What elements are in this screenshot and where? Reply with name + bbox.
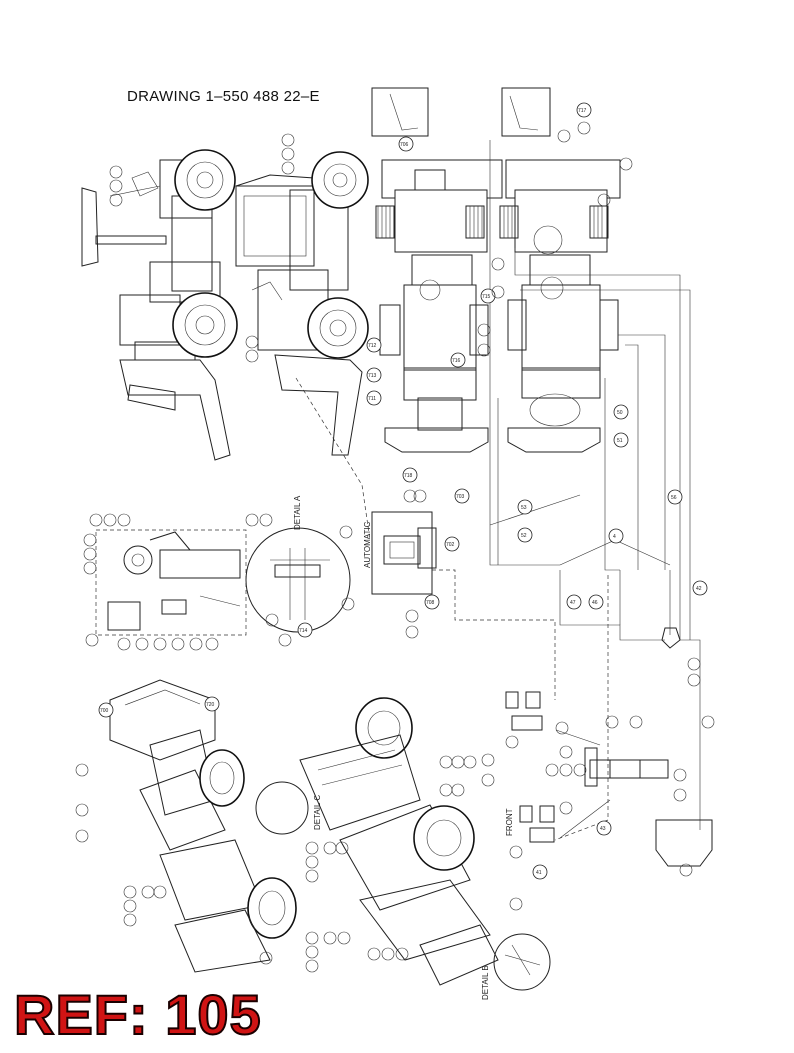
svg-text:42: 42 <box>696 586 702 592</box>
isometric-view-right <box>255 697 551 991</box>
svg-text:713: 713 <box>368 373 377 379</box>
pump-detail <box>95 529 247 636</box>
svg-text:712: 712 <box>368 343 377 349</box>
hose-routing <box>489 140 701 841</box>
automatic-panel <box>371 511 556 700</box>
svg-text:43: 43 <box>600 826 606 832</box>
svg-text:4: 4 <box>613 534 616 540</box>
svg-text:708: 708 <box>426 600 435 606</box>
top-view-left <box>371 87 503 453</box>
callout-4: 4 <box>608 528 624 544</box>
callout-712: 712 <box>366 337 382 353</box>
callout-43: 43 <box>596 820 612 836</box>
svg-text:706: 706 <box>400 142 409 148</box>
callout-56: 56 <box>667 489 683 505</box>
callout-720: 720 <box>204 696 220 712</box>
callout-702: 702 <box>444 536 460 552</box>
drawing-title: DRAWING 1–550 488 22–E <box>127 88 320 105</box>
callout-706: 706 <box>398 136 414 152</box>
callout-46: 46 <box>588 594 604 610</box>
isometric-view-left <box>109 679 297 973</box>
svg-text:702: 702 <box>446 542 455 548</box>
detail-a-label: DETAIL A <box>293 495 302 530</box>
side-view-with-blade <box>81 149 238 461</box>
callout-51: 51 <box>613 432 629 448</box>
svg-text:53: 53 <box>521 505 527 511</box>
svg-text:46: 46 <box>592 600 598 606</box>
automatic-label: AUTOMATIC <box>363 521 372 568</box>
callout-41: 41 <box>532 864 548 880</box>
svg-text:47: 47 <box>570 600 576 606</box>
callout-708: 708 <box>424 594 440 610</box>
callout-53: 53 <box>517 499 533 515</box>
svg-text:50: 50 <box>617 410 623 416</box>
top-view-right <box>499 87 621 453</box>
callout-703: 703 <box>454 488 470 504</box>
svg-text:711: 711 <box>368 396 376 402</box>
callout-50: 50 <box>613 404 629 420</box>
svg-text:703: 703 <box>456 494 465 500</box>
svg-text:56: 56 <box>671 495 677 501</box>
svg-text:51: 51 <box>617 438 623 444</box>
front-label: FRONT <box>505 808 514 836</box>
svg-text:717: 717 <box>578 108 587 114</box>
callout-717: 717 <box>576 102 592 118</box>
callout-714: 714 <box>297 622 313 638</box>
callout-713: 713 <box>366 367 382 383</box>
callout-42: 42 <box>692 580 708 596</box>
callout-715: 715 <box>480 288 496 304</box>
svg-text:52: 52 <box>521 533 527 539</box>
callout-711: 711 <box>366 390 382 406</box>
svg-text:718: 718 <box>404 473 413 479</box>
svg-text:700: 700 <box>100 708 109 714</box>
callout-cluster <box>75 121 715 973</box>
detail-a <box>245 377 371 633</box>
svg-text:716: 716 <box>452 358 461 364</box>
callout-52: 52 <box>517 527 533 543</box>
callout-700: 700 <box>98 702 114 718</box>
detail-b-label: DETAIL B <box>481 965 490 1000</box>
callout-716: 716 <box>450 352 466 368</box>
svg-text:720: 720 <box>206 702 215 708</box>
callout-718: 718 <box>402 467 418 483</box>
svg-text:41: 41 <box>536 870 542 876</box>
side-view-with-cab <box>235 151 369 456</box>
callout-47: 47 <box>566 594 582 610</box>
reference-number: REF: 105 <box>13 982 262 1047</box>
svg-text:714: 714 <box>299 628 308 634</box>
valve-cylinder-group <box>505 691 713 867</box>
detail-c-label: DETAIL C <box>313 795 322 830</box>
svg-text:715: 715 <box>482 294 491 300</box>
